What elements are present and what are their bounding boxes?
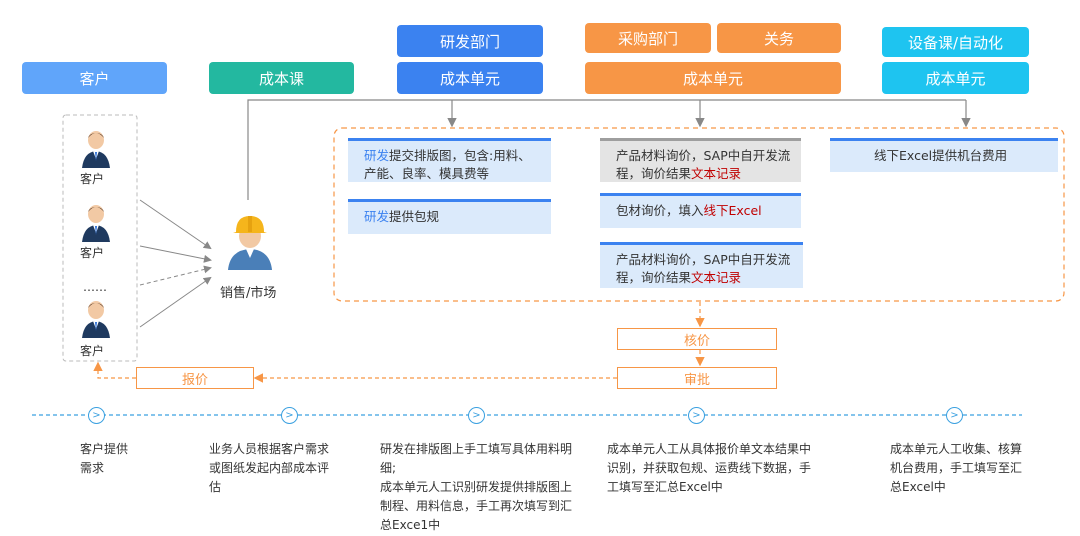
purchase-card-text: 包材询价，填入	[616, 203, 704, 218]
chevron-right-icon: >	[946, 407, 963, 424]
customer-label: 客户	[80, 344, 105, 358]
purchase-card-packaging: 包材询价，填入线下Excel	[600, 193, 801, 228]
equipment-cost-unit-header: 成本单元	[882, 62, 1029, 94]
customer-header: 客户	[22, 62, 167, 94]
timeline-step-4: 成本单元人工从具体报价单文本结果中识别，并获取包规、运费线下数据，手工填写至汇总…	[607, 442, 812, 494]
timeline-step-2: 业务人员根据客户需求或图纸发起内部成本评估	[209, 442, 330, 494]
rd-cost-unit-header: 成本单元	[397, 62, 543, 94]
person-icon	[82, 301, 110, 338]
approve-box: 审批	[617, 367, 777, 389]
person-icon	[82, 205, 110, 242]
customer-ellipsis: ……	[83, 280, 107, 294]
purchase-card-text: 产品材料询价，SAP中自开发流程，询价结果	[616, 148, 791, 181]
equipment-dept-header: 设备课/自动化	[882, 27, 1029, 57]
rd-card-text: 提交排版图，包含:用料、产能、良率、模具费等	[364, 148, 531, 181]
timeline-step-3: 研发在排版图上手工填写具体用料明细; 成本单元人工识别研发提供排版图上制程、用料…	[380, 442, 573, 532]
worker-helmet-icon	[228, 216, 272, 270]
purchase-card-highlight: 文本记录	[691, 270, 742, 285]
customer-figure-3: 客户	[78, 298, 114, 358]
cost-section-header: 成本课	[209, 62, 354, 94]
chevron-right-icon: >	[688, 407, 705, 424]
chevron-right-icon: >	[88, 407, 105, 424]
equipment-card: 线下Excel提供机台费用	[830, 138, 1058, 172]
rd-card-text: 提供包规	[389, 209, 440, 224]
timeline-step-5: 成本单元人工收集、核算机台费用，手工填写至汇总Excel中	[890, 442, 1023, 494]
quote-box: 报价	[136, 367, 254, 389]
rd-card-highlight: 研发	[364, 148, 390, 163]
rd-dept-header: 研发部门	[397, 25, 543, 57]
customer-label: 客户	[80, 246, 105, 260]
equipment-card-text: 线下Excel提供机台费用	[874, 148, 1008, 163]
purchase-card-material-1: 产品材料询价，SAP中自开发流程，询价结果文本记录	[600, 138, 801, 182]
customer-figure-1: 客户	[78, 128, 114, 188]
purchasing-dept-header: 采购部门	[585, 23, 711, 53]
rd-card-packaging: 研发提供包规	[348, 199, 551, 234]
timeline-step-1: 客户提供需求	[80, 442, 129, 475]
sales-figure: 销售/市场	[220, 212, 290, 302]
purchase-card-material-2: 产品材料询价，SAP中自开发流程，询价结果文本记录	[600, 242, 803, 288]
chevron-right-icon: >	[468, 407, 485, 424]
rd-card-highlight: 研发	[364, 209, 390, 224]
chevron-right-icon: >	[281, 407, 298, 424]
rd-card-layout: 研发提交排版图，包含:用料、产能、良率、模具费等	[348, 138, 551, 182]
customer-figure-2: 客户	[78, 202, 114, 262]
customs-header: 关务	[717, 23, 841, 53]
purchase-card-text: 产品材料询价，SAP中自开发流程，询价结果	[616, 252, 791, 285]
customer-label: 客户	[80, 172, 105, 186]
person-icon	[82, 131, 110, 168]
purchase-card-highlight: 文本记录	[691, 166, 742, 181]
purchase-card-highlight: 线下Excel	[703, 203, 762, 218]
check-price-box: 核价	[617, 328, 777, 350]
purchasing-cost-unit-header: 成本单元	[585, 62, 841, 94]
sales-label: 销售/市场	[220, 286, 277, 301]
